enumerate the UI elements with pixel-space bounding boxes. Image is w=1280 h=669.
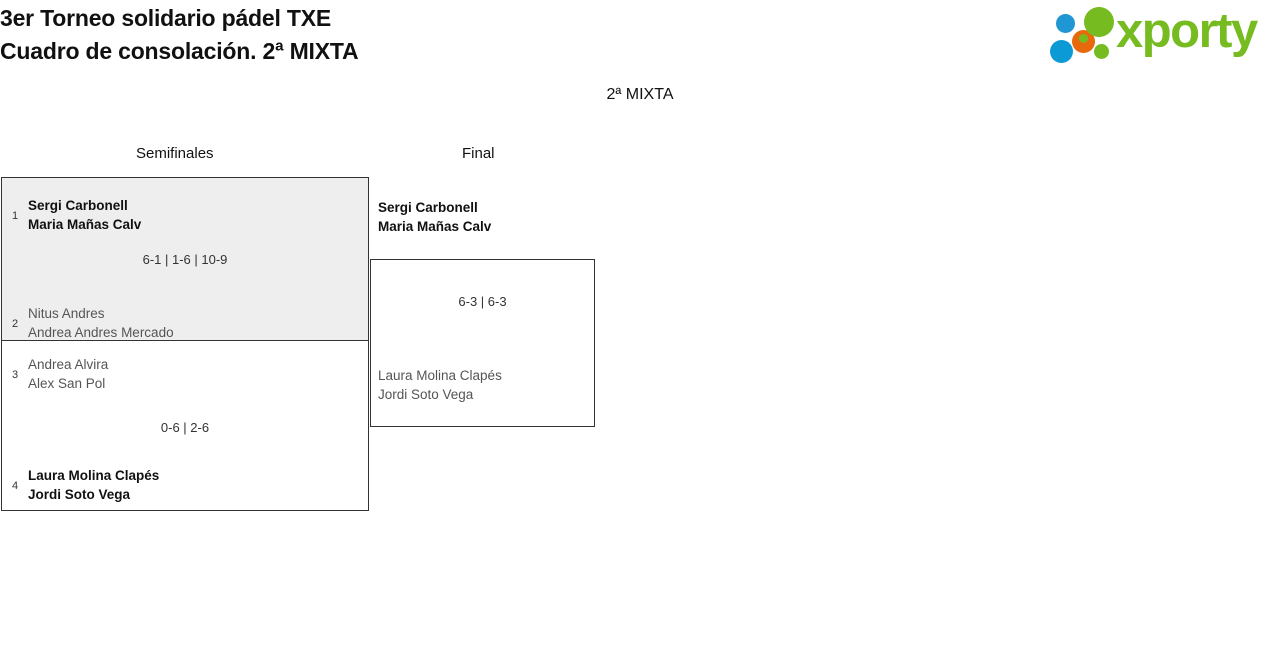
final-team-winner[interactable]: Sergi Carbonell Maria Mañas Calv: [378, 198, 491, 236]
page-title: 3er Torneo solidario pádel TXE Cuadro de…: [0, 5, 359, 64]
page-header: 3er Torneo solidario pádel TXE Cuadro de…: [0, 0, 1280, 70]
team-player-1: Nitus Andres: [28, 306, 105, 321]
logo-dot-green-large-icon: [1084, 7, 1114, 37]
team-names: Nitus Andres Andrea Andres Mercado: [28, 304, 174, 342]
team-player-1: Laura Molina Clapés: [28, 468, 160, 483]
team-seed: 1: [11, 209, 19, 222]
final-match-score: 6-3 | 6-3: [458, 294, 507, 309]
logo-dot-blue-top-icon: [1056, 14, 1075, 33]
team-player-2: Jordi Soto Vega: [378, 387, 474, 402]
logo-dot-blue-bottom-icon: [1050, 40, 1073, 63]
final-match[interactable]: [370, 259, 595, 427]
final-team-loser[interactable]: Laura Molina Clapés Jordi Soto Vega: [378, 366, 502, 404]
team-names: Sergi Carbonell Maria Mañas Calv: [28, 196, 141, 234]
bracket-team-row[interactable]: 3 Andrea Alvira Alex San Pol: [2, 353, 368, 395]
logo-dot-green-medium-icon: [1094, 44, 1109, 59]
semifinal-match-2[interactable]: 3 Andrea Alvira Alex San Pol 4 Laura Mol…: [1, 340, 369, 511]
team-player-2: Jordi Soto Vega: [28, 487, 131, 502]
round-heading-final: Final: [462, 145, 495, 162]
team-player-2: Alex San Pol: [28, 376, 106, 391]
category-heading: 2ª MIXTA: [606, 86, 674, 103]
logo-dot-green-small-icon: [1079, 34, 1088, 43]
logo-wordmark: xporty: [1116, 4, 1258, 58]
match-score: 0-6 | 2-6: [160, 420, 210, 435]
team-player-2: Andrea Andres Mercado: [28, 325, 174, 340]
team-seed: 3: [11, 368, 19, 381]
xporty-logo[interactable]: xporty: [1050, 4, 1276, 63]
bracket-team-row[interactable]: 1 Sergi Carbonell Maria Mañas Calv: [2, 194, 368, 236]
team-seed: 4: [11, 479, 19, 492]
team-names: Andrea Alvira Alex San Pol: [28, 355, 108, 393]
team-seed: 2: [11, 317, 19, 330]
team-player-1: Sergi Carbonell: [28, 198, 128, 213]
team-player-1: Laura Molina Clapés: [378, 368, 502, 383]
team-player-2: Maria Mañas Calv: [28, 217, 142, 232]
team-player-1: Sergi Carbonell: [378, 200, 478, 215]
team-player-2: Maria Mañas Calv: [378, 219, 492, 234]
team-player-1: Andrea Alvira: [28, 357, 109, 372]
bracket-team-row[interactable]: 4 Laura Molina Clapés Jordi Soto Vega: [2, 464, 368, 506]
round-heading-semifinales: Semifinales: [136, 145, 214, 162]
team-names: Laura Molina Clapés Jordi Soto Vega: [28, 466, 159, 504]
bracket-team-row[interactable]: 2 Nitus Andres Andrea Andres Mercado: [2, 302, 368, 344]
match-score: 6-1 | 1-6 | 10-9: [142, 252, 228, 267]
